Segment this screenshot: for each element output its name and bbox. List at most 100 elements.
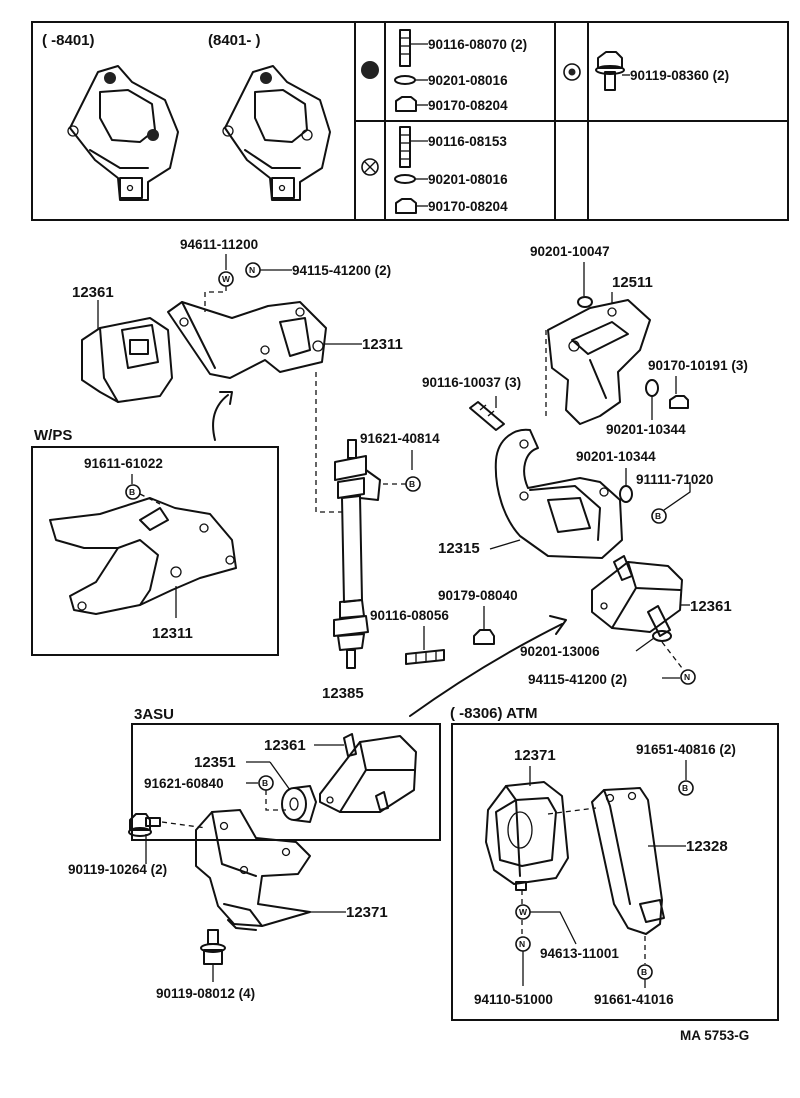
cushion-12351 <box>281 785 317 823</box>
label-12511: 12511 <box>612 274 653 291</box>
svg-text:N: N <box>519 939 525 949</box>
bracket-12311 <box>167 301 327 379</box>
flange-bolt-icon <box>595 51 625 91</box>
flange-bolt-icon <box>200 929 226 965</box>
svg-text:N: N <box>684 672 690 682</box>
legend-table: ( -8401) (8401- ) <box>31 21 789 221</box>
mount-12371-lower <box>195 809 311 931</box>
label-12328: 12328 <box>686 838 728 855</box>
nut-icon <box>395 96 417 112</box>
washer-symbol: W <box>218 271 234 287</box>
bolt-symbol: B <box>258 775 274 791</box>
svg-text:W: W <box>519 907 528 917</box>
stud-icon <box>405 649 445 665</box>
legend-part-nut-2: 90170-08204 <box>428 199 508 214</box>
stud-icon <box>399 29 411 67</box>
stud-icon <box>469 401 505 431</box>
legend-part-stud-1: 90116-08070 (2) <box>428 37 527 52</box>
asu-inset: 3ASU 12361 12351 91621-60840 B <box>131 706 441 841</box>
nut-symbol: N <box>515 936 531 952</box>
range-label-before-8401: ( -8401) <box>42 32 95 49</box>
label-12385: 12385 <box>322 685 364 702</box>
insulator-12361-asu <box>319 733 417 813</box>
label-12371-atm: 12371 <box>514 747 556 764</box>
label-90179-08040: 90179-08040 <box>438 588 518 603</box>
bolt-symbol: B <box>651 508 667 524</box>
bolt-symbol: B <box>637 964 653 980</box>
label-12361-upper: 12361 <box>72 284 114 301</box>
washer-icon <box>619 485 633 503</box>
atm-inset: ( -8306) ATM 12371 91651-40816 (2) B 123… <box>450 705 779 1021</box>
mount-plate-before-8401 <box>67 65 179 201</box>
label-12361-right: 12361 <box>690 598 732 615</box>
label-91621-60840: 91621-60840 <box>144 776 224 791</box>
svg-text:B: B <box>655 511 661 521</box>
legend-part-stud-2: 90116-08153 <box>428 134 507 149</box>
nut-icon <box>473 629 495 645</box>
cross-circle-symbol <box>361 158 379 176</box>
bracket-12511 <box>547 299 651 425</box>
washer-icon <box>394 75 416 85</box>
label-94613-11001: 94613-11001 <box>540 946 619 961</box>
label-91661-41016: 91661-41016 <box>594 992 674 1007</box>
solid-circle-symbol <box>361 61 379 79</box>
bracket-12311-wps <box>49 497 237 615</box>
atm-title: ( -8306) ATM <box>450 705 538 722</box>
bolt-symbol: B <box>678 780 694 796</box>
label-90116-10037: 90116-10037 (3) <box>422 375 521 390</box>
diagram-code: MA 5753-G <box>680 1028 749 1043</box>
mount-plate-after-8401 <box>222 65 331 201</box>
washer-icon <box>652 630 672 642</box>
label-12311-main: 12311 <box>362 336 403 353</box>
asu-title: 3ASU <box>134 706 174 723</box>
svg-text:N: N <box>249 265 255 275</box>
asu-arrow <box>409 623 563 717</box>
label-91611-61022: 91611-61022 <box>84 456 163 471</box>
insulator-12361-upper <box>81 317 173 403</box>
label-90170-10191: 90170-10191 (3) <box>648 358 748 373</box>
legend-part-flange-bolt: 90119-08360 (2) <box>630 68 729 83</box>
bracket-12315 <box>494 428 623 559</box>
label-91111-71020: 91111-71020 <box>636 472 713 487</box>
mount-12371-atm <box>485 781 569 891</box>
label-94115-41200-lower: 94115-41200 (2) <box>528 672 627 687</box>
label-94110-51000: 94110-51000 <box>474 992 553 1007</box>
bolt-symbol: B <box>125 484 141 500</box>
label-90201-10047: 90201-10047 <box>530 244 610 259</box>
nut-symbol: N <box>245 262 261 278</box>
washer-icon <box>645 379 659 397</box>
insulator-12361-right <box>591 555 683 637</box>
svg-text:B: B <box>409 479 415 489</box>
label-91651-40816: 91651-40816 (2) <box>636 742 736 757</box>
washer-icon <box>577 296 593 308</box>
double-circle-symbol <box>563 63 581 81</box>
stud-icon <box>399 126 411 168</box>
label-90116-08056: 90116-08056 <box>370 608 449 623</box>
svg-text:B: B <box>682 783 688 793</box>
label-12311-wps: 12311 <box>152 625 193 642</box>
wps-inset: W/PS 91611-61022 B 12311 <box>31 427 279 656</box>
nut-icon <box>395 198 417 214</box>
main-assembly: 12361 12311 94611-11200 W N 94115-41200 … <box>72 237 748 717</box>
svg-text:B: B <box>641 967 647 977</box>
range-label-after-8401: (8401- ) <box>208 32 261 49</box>
label-90119-10264: 90119-10264 (2) <box>68 862 167 877</box>
label-90201-10344-lower: 90201-10344 <box>576 449 656 464</box>
svg-text:B: B <box>129 487 135 497</box>
label-12351: 12351 <box>194 754 236 771</box>
label-94611-11200: 94611-11200 <box>180 237 258 252</box>
nut-symbol: N <box>680 669 696 685</box>
rod-12385 <box>333 439 381 669</box>
legend-part-washer-1: 90201-08016 <box>428 73 508 88</box>
label-91621-40814: 91621-40814 <box>360 431 440 446</box>
washer-icon <box>394 174 416 184</box>
legend-part-nut-1: 90170-08204 <box>428 98 508 113</box>
label-90201-10344-upper: 90201-10344 <box>606 422 686 437</box>
label-12371-lower: 12371 <box>346 904 388 921</box>
wps-arrow <box>212 394 229 441</box>
label-12361-asu: 12361 <box>264 737 306 754</box>
bracket-12328 <box>591 787 665 935</box>
svg-text:W: W <box>222 274 231 284</box>
washer-symbol: W <box>515 904 531 920</box>
label-94115-41200-upper: 94115-41200 (2) <box>292 263 391 278</box>
